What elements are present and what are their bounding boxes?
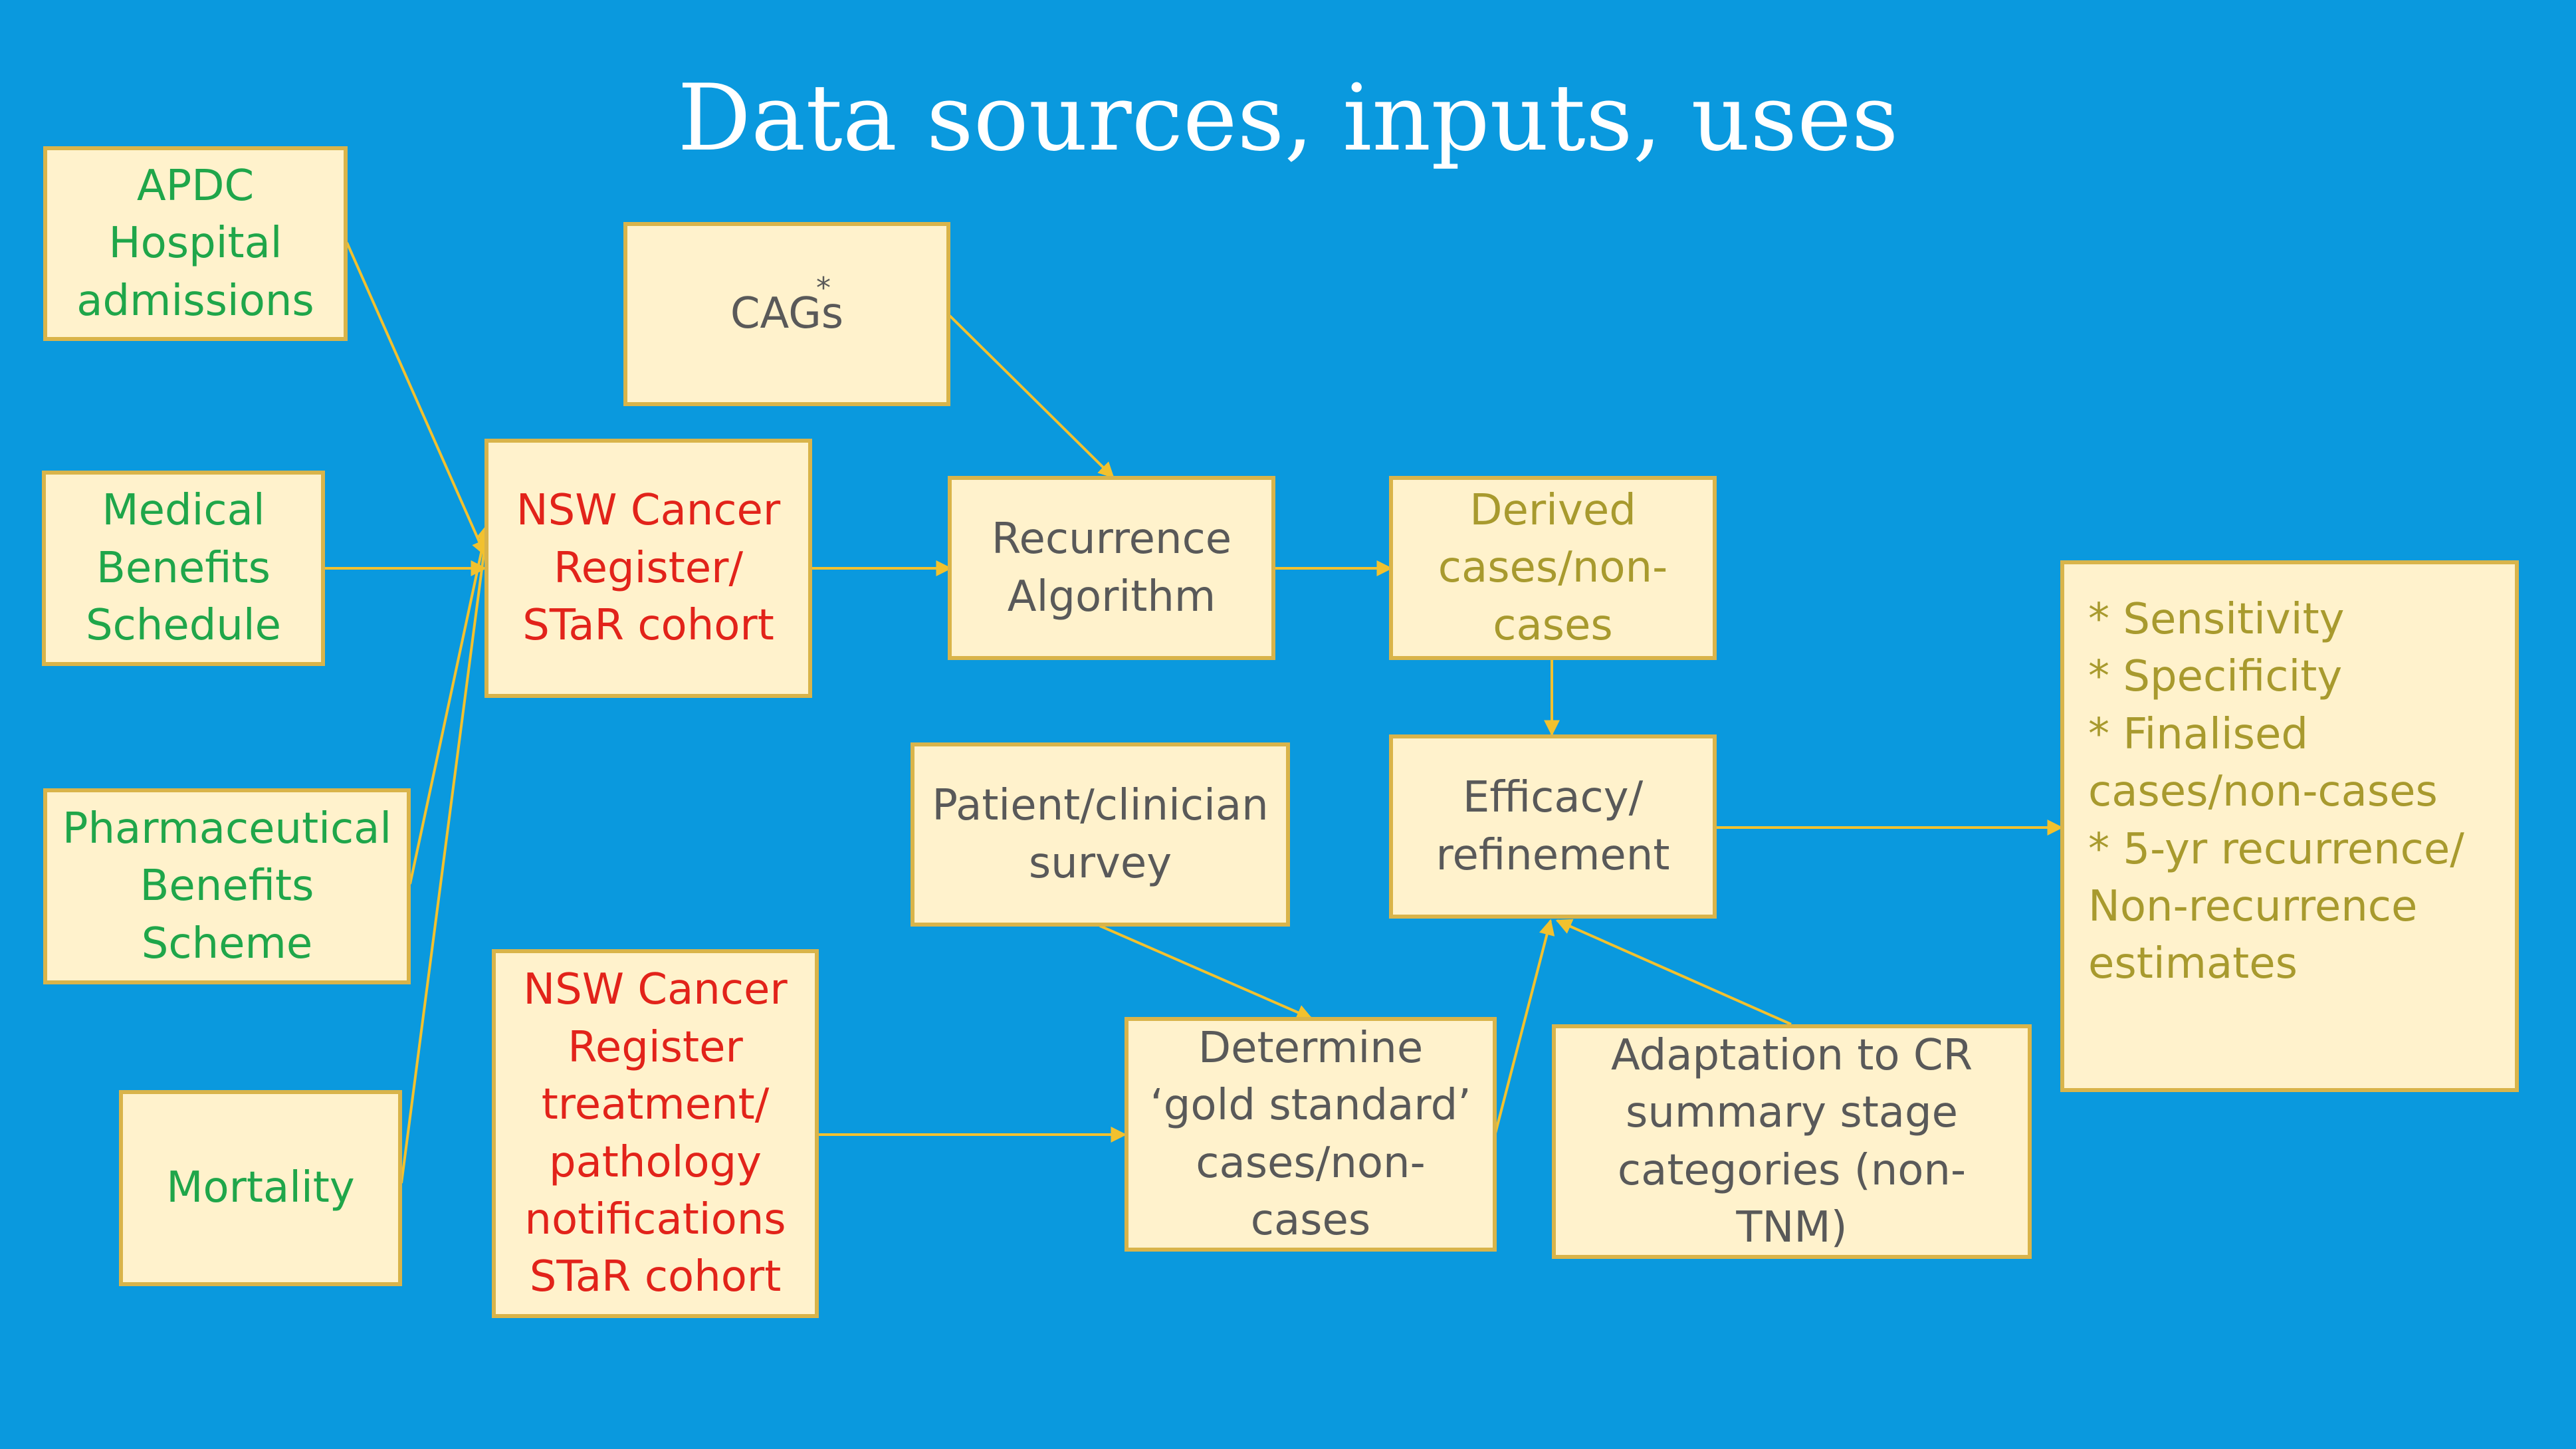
node-apdc: APDC Hospital admissions bbox=[43, 146, 348, 341]
node-nsw-cohort-label: NSW Cancer Register/ STaR cohort bbox=[516, 486, 781, 651]
node-results: * Sensitivity * Specificity * Finalised … bbox=[2060, 560, 2519, 1092]
arrow-gold-to-efficacy bbox=[1494, 919, 1555, 1134]
node-results-label: * Sensitivity * Specificity * Finalised … bbox=[2088, 595, 2464, 989]
node-recurrence-label: Recurrence Algorithm bbox=[991, 514, 1232, 621]
node-gold-standard: Determine ‘gold standard’ cases/non- cas… bbox=[1125, 1017, 1497, 1252]
node-adaptation-label: Adaptation to CR summary stage categorie… bbox=[1610, 1030, 1973, 1252]
node-efficacy: Efficacy/ refinement bbox=[1389, 734, 1717, 919]
node-nsw-cohort: NSW Cancer Register/ STaR cohort bbox=[484, 439, 812, 698]
node-gold-standard-label: Determine ‘gold standard’ cases/non- cas… bbox=[1150, 1023, 1471, 1245]
node-mbs: Medical Benefits Schedule bbox=[42, 471, 325, 666]
cags-footnote-mark: * bbox=[816, 271, 831, 305]
arrow-mortality-to-cohort bbox=[400, 526, 494, 1184]
node-apdc-label: APDC Hospital admissions bbox=[76, 161, 314, 326]
node-pbs-label: Pharmaceutical Benefits Scheme bbox=[62, 804, 392, 968]
node-mortality-label: Mortality bbox=[166, 1163, 355, 1213]
arrow-adaptation-to-efficacy bbox=[1555, 919, 1792, 1026]
node-efficacy-label: Efficacy/ refinement bbox=[1436, 773, 1670, 880]
page-title: Data sources, inputs, uses bbox=[677, 64, 1899, 171]
arrow-apdc-to-cohort bbox=[346, 242, 487, 557]
node-cags-label: CAGs bbox=[730, 289, 844, 339]
node-pbs: Pharmaceutical Benefits Scheme bbox=[43, 788, 411, 984]
node-survey: Patient/clinician survey bbox=[911, 742, 1290, 927]
node-derived-label: Derived cases/non- cases bbox=[1438, 485, 1668, 650]
arrow-survey-to-gold bbox=[1099, 925, 1313, 1020]
node-survey-label: Patient/clinician survey bbox=[932, 781, 1269, 888]
node-adaptation: Adaptation to CR summary stage categorie… bbox=[1552, 1024, 2032, 1259]
node-derived: Derived cases/non- cases bbox=[1389, 476, 1717, 660]
node-mortality: Mortality bbox=[119, 1090, 402, 1286]
node-recurrence-algorithm: Recurrence Algorithm bbox=[948, 476, 1275, 660]
node-cags: CAGs bbox=[623, 222, 950, 406]
node-nsw-treatment: NSW Cancer Register treatment/ pathology… bbox=[492, 949, 819, 1318]
node-nsw-treatment-label: NSW Cancer Register treatment/ pathology… bbox=[523, 965, 788, 1302]
node-mbs-label: Medical Benefits Schedule bbox=[85, 486, 282, 651]
arrow-cags-to-recurrence bbox=[948, 314, 1115, 479]
arrow-pbs-to-cohort bbox=[409, 523, 492, 885]
